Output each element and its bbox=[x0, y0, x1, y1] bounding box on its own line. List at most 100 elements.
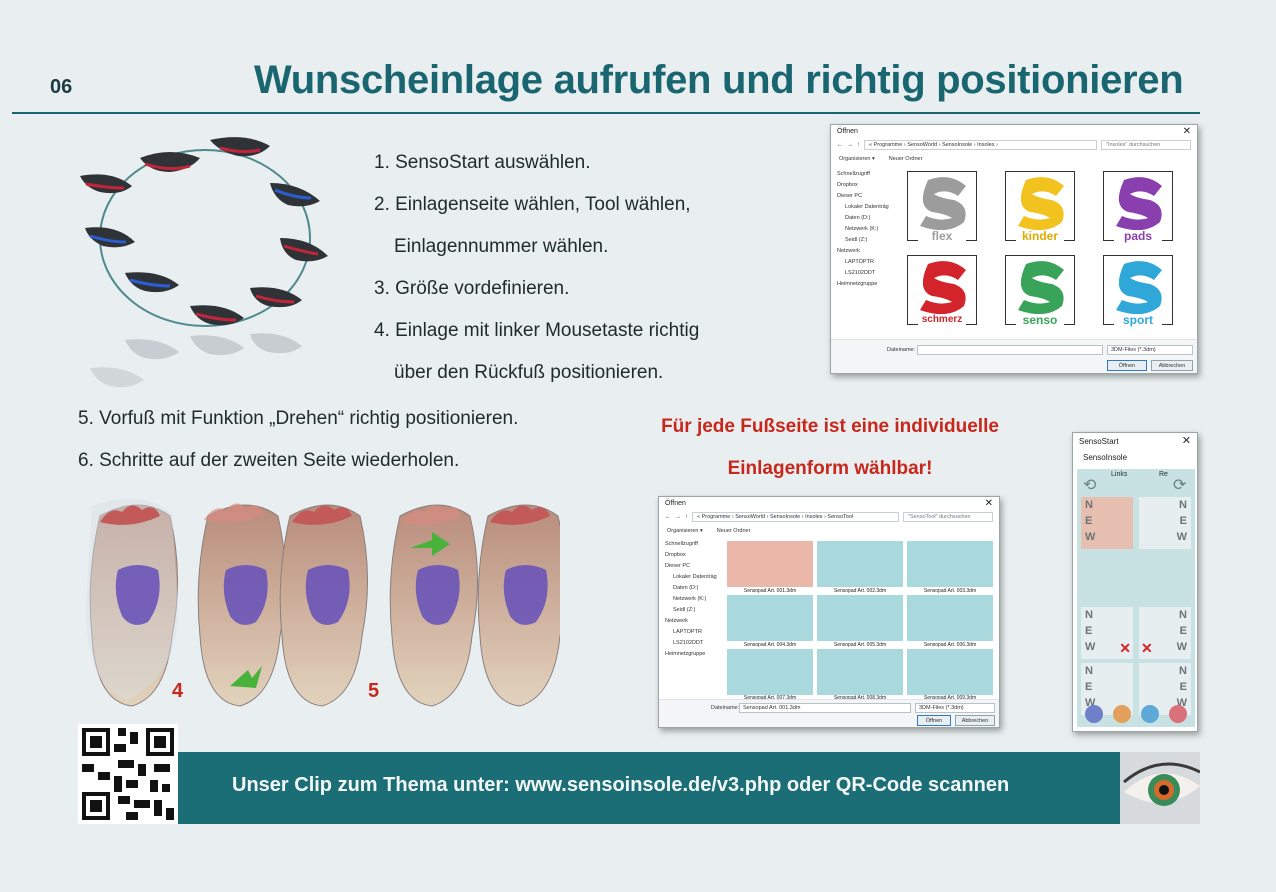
file-thumbnail[interactable] bbox=[907, 541, 993, 587]
page-title: Wunscheinlage aufrufen und richtig posit… bbox=[254, 58, 1184, 102]
file-thumbnail[interactable] bbox=[727, 595, 813, 641]
close-icon[interactable]: ✕ bbox=[1181, 435, 1191, 447]
mirror-left-icon[interactable]: ⟲ bbox=[1083, 477, 1097, 494]
forward-arrow-icon[interactable]: → bbox=[675, 514, 681, 520]
insole-type-pads[interactable]: pads bbox=[1103, 171, 1173, 242]
filename-input[interactable]: Sensopad Art. 001.3dm bbox=[739, 703, 911, 713]
nav-item[interactable]: Lokaler Datenträg bbox=[845, 204, 889, 210]
footer-link-text[interactable]: Unser Clip zum Thema unter: www.sensoins… bbox=[232, 774, 1010, 796]
cancel-button[interactable]: Abbrechen bbox=[1151, 360, 1193, 371]
new-letter: W bbox=[1085, 641, 1096, 653]
insole-type-sport[interactable]: sport bbox=[1103, 255, 1173, 326]
nav-item[interactable]: Netzwerk (K:) bbox=[673, 596, 707, 602]
file-thumbnail[interactable] bbox=[907, 649, 993, 695]
dialog-title: Öffnen bbox=[665, 499, 686, 507]
delete-icon[interactable]: ✕ bbox=[1119, 640, 1131, 656]
back-arrow-icon[interactable]: ← bbox=[837, 142, 843, 148]
nav-item[interactable]: Schnellzugriff bbox=[665, 541, 698, 547]
new-right-slot-2[interactable]: N E W ✕ bbox=[1139, 607, 1191, 659]
open-dialog-sensotool: Öffnen ✕ ← → ↑ « Programme › SensoWorld … bbox=[658, 496, 1000, 728]
insole-ring-illustration bbox=[80, 137, 328, 388]
nav-item[interactable]: Daten (D:) bbox=[673, 585, 699, 591]
mirror-right-icon[interactable]: ⟳ bbox=[1173, 477, 1187, 494]
file-thumbnail-selected[interactable] bbox=[727, 541, 813, 587]
nav-item[interactable]: Heimnetzgruppe bbox=[837, 281, 878, 287]
insole-shape-2 bbox=[210, 137, 270, 157]
new-letter: W bbox=[1176, 531, 1187, 543]
step-2: 2. Einlagenseite wählen, Tool wählen, bbox=[374, 194, 691, 215]
insole-type-schmerz[interactable]: schmerz bbox=[907, 255, 977, 326]
footer-banner bbox=[178, 752, 1200, 824]
filetype-select[interactable]: 3DM-Files (*.3dm) bbox=[1107, 345, 1193, 355]
forward-arrow-icon[interactable]: → bbox=[847, 142, 853, 148]
nav-item[interactable]: Dropbox bbox=[837, 182, 858, 188]
file-thumbnail[interactable] bbox=[817, 649, 903, 695]
insole-type-kinder[interactable]: kinder bbox=[1005, 171, 1075, 242]
insole-shape-9 bbox=[80, 174, 132, 194]
organize-menu[interactable]: Organisieren ▾ bbox=[839, 156, 875, 162]
nav-item[interactable]: Netzwerk bbox=[837, 248, 860, 254]
tool-button-1[interactable] bbox=[1085, 705, 1103, 723]
insole-shape-8 bbox=[85, 227, 135, 248]
close-icon[interactable]: ✕ bbox=[984, 497, 993, 509]
new-letter: E bbox=[1179, 515, 1187, 527]
filetype-select[interactable]: 3DM-Files (*.3dm) bbox=[915, 703, 995, 713]
nav-item[interactable]: Daten (D:) bbox=[845, 215, 871, 221]
new-left-slot-2[interactable]: N E W ✕ bbox=[1081, 607, 1133, 659]
qr-code-icon[interactable] bbox=[78, 724, 178, 824]
nav-item[interactable]: Netzwerk (K:) bbox=[845, 226, 879, 232]
side-label-left: Links bbox=[1111, 471, 1128, 478]
nav-item[interactable]: Heimnetzgruppe bbox=[665, 651, 706, 657]
up-arrow-icon[interactable]: ↑ bbox=[685, 514, 688, 520]
delete-icon[interactable]: ✕ bbox=[1141, 640, 1153, 656]
tool-button-2[interactable] bbox=[1113, 705, 1131, 723]
insole-type-senso[interactable]: senso bbox=[1005, 255, 1075, 326]
tool-button-3[interactable] bbox=[1141, 705, 1159, 723]
nav-item[interactable]: LAPTOPTR bbox=[845, 259, 874, 265]
insole-type-flex[interactable]: flex bbox=[907, 171, 977, 242]
file-label: Sensopad Art. 009.3dm bbox=[923, 695, 977, 701]
new-insole-left-button[interactable]: N E W bbox=[1081, 497, 1133, 549]
file-thumbnail[interactable] bbox=[727, 649, 813, 695]
path-input[interactable]: « Programme › SensoWorld › SensoInsole ›… bbox=[864, 140, 1097, 150]
file-thumbnail[interactable] bbox=[817, 541, 903, 587]
open-button[interactable]: Öffnen bbox=[1107, 360, 1147, 371]
nav-item[interactable]: Dieser PC bbox=[665, 563, 691, 569]
nav-item[interactable]: LS2102DDT bbox=[845, 270, 876, 276]
nav-item[interactable]: LS2102DDT bbox=[673, 640, 704, 646]
new-folder-button[interactable]: Neuer Ordner bbox=[888, 156, 923, 162]
new-folder-button[interactable]: Neuer Ordner bbox=[716, 528, 751, 534]
tile-label: flex bbox=[918, 230, 966, 242]
nav-item[interactable]: Schnellzugriff bbox=[837, 171, 870, 177]
nav-item[interactable]: LAPTOPTR bbox=[673, 629, 702, 635]
nav-item[interactable]: Lokaler Datenträg bbox=[673, 574, 717, 580]
file-thumbnail[interactable] bbox=[907, 595, 993, 641]
nav-item[interactable]: Dieser PC bbox=[837, 193, 863, 199]
nav-item[interactable]: Seidl (Z:) bbox=[673, 607, 696, 613]
cancel-button[interactable]: Abbrechen bbox=[955, 715, 995, 726]
dialog-titlebar: Öffnen ✕ bbox=[659, 497, 999, 509]
step-list-left: 5. Vorfuß mit Funktion „Drehen“ richtig … bbox=[78, 406, 518, 490]
new-letter: N bbox=[1085, 499, 1093, 511]
back-arrow-icon[interactable]: ← bbox=[665, 514, 671, 520]
path-input[interactable]: « Programme › SensoWorld › SensoInsole ›… bbox=[692, 512, 899, 522]
file-thumbnail[interactable] bbox=[817, 595, 903, 641]
search-input[interactable]: "SensoTool" durchsuchen bbox=[903, 512, 993, 522]
up-arrow-icon[interactable]: ↑ bbox=[857, 142, 860, 148]
organize-menu[interactable]: Organisieren ▾ bbox=[667, 528, 703, 534]
step-4: 4. Einlage mit linker Mousetaste richtig bbox=[374, 320, 700, 341]
file-label: Sensopad Art. 002.3dm bbox=[833, 588, 887, 594]
senso-logo-icon bbox=[1018, 177, 1064, 231]
sensostart-title: SensoStart bbox=[1079, 437, 1119, 446]
dialog-title: Öffnen bbox=[837, 127, 858, 135]
open-button[interactable]: Öffnen bbox=[917, 715, 951, 726]
new-letter: E bbox=[1179, 625, 1187, 637]
filename-input[interactable] bbox=[917, 345, 1103, 355]
nav-item[interactable]: Dropbox bbox=[665, 552, 686, 558]
nav-item[interactable]: Netzwerk bbox=[665, 618, 688, 624]
info-button[interactable] bbox=[1169, 705, 1187, 723]
close-icon[interactable]: ✕ bbox=[1182, 125, 1191, 137]
nav-item[interactable]: Seidl (Z:) bbox=[845, 237, 868, 243]
new-insole-right-button[interactable]: N E W bbox=[1139, 497, 1191, 549]
search-input[interactable]: "Insoles" durchsuchen bbox=[1101, 140, 1191, 150]
